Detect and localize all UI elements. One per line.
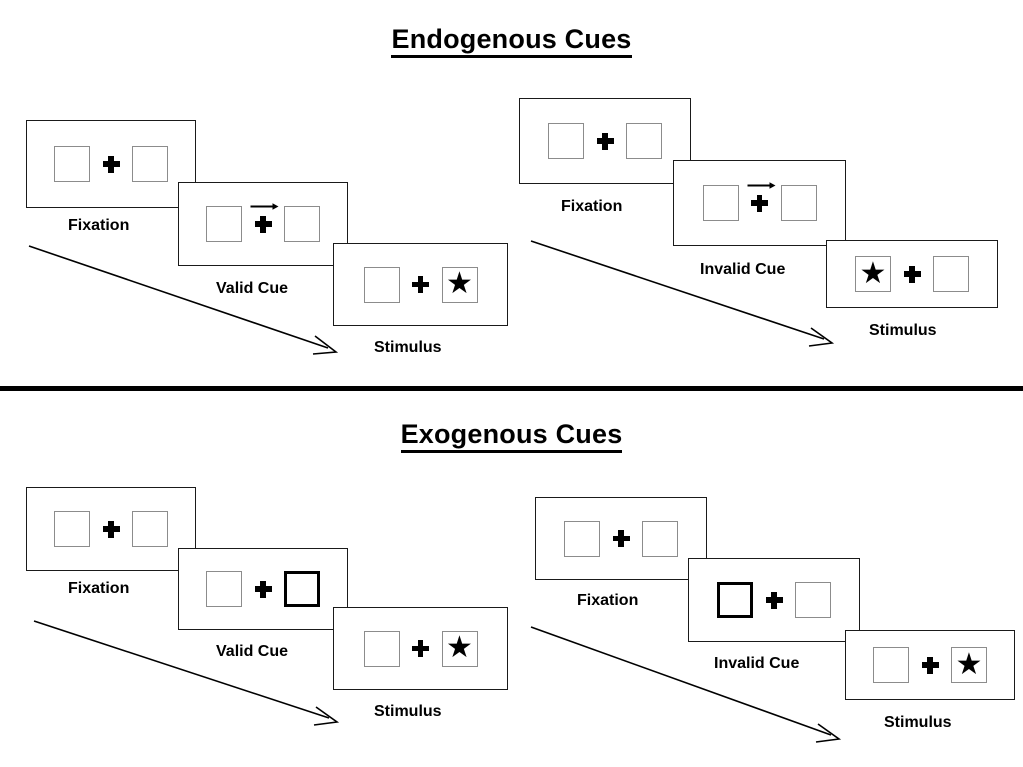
left-box xyxy=(206,206,242,242)
left-box-cued xyxy=(717,582,753,618)
plus-cross-icon xyxy=(254,580,272,598)
fixation-cross-slot xyxy=(909,656,951,674)
arrow-right-icon xyxy=(747,181,775,189)
plus-cross-icon xyxy=(412,276,429,293)
plus-cross-icon xyxy=(102,520,120,538)
plus-cross-icon xyxy=(102,155,120,173)
fixation-cross-slot xyxy=(242,202,284,233)
fixation-cross-slot xyxy=(400,276,442,293)
caption-endogenous-valid-fixation: Fixation xyxy=(68,217,130,234)
fixation-cross-slot xyxy=(400,640,442,657)
frame-exogenous-invalid-stimulus: ★ xyxy=(845,630,1015,700)
section-title-endogenous: Endogenous Cues xyxy=(0,24,1023,58)
right-box: ★ xyxy=(441,266,478,303)
star-icon: ★ xyxy=(859,256,887,290)
section-title-exogenous-text: Exogenous Cues xyxy=(400,419,623,453)
caption-exogenous-valid-fixation: Fixation xyxy=(68,580,130,597)
frame-endogenous-valid-fixation xyxy=(26,120,196,208)
arrow-right-icon xyxy=(250,202,279,210)
fixation-cross-slot xyxy=(600,530,642,547)
star-icon: ★ xyxy=(446,267,473,300)
fixation-cross-slot xyxy=(584,132,626,150)
fixation-cross-slot xyxy=(739,181,781,212)
plus-cross-icon xyxy=(921,656,939,674)
left-box xyxy=(564,520,600,557)
plus-cross-icon xyxy=(596,132,614,150)
plus-cross-icon xyxy=(751,194,768,212)
right-box xyxy=(933,256,969,292)
frame-endogenous-invalid-fixation xyxy=(519,98,691,184)
frame-endogenous-invalid-stimulus: ★ xyxy=(826,240,998,308)
plus-cross-icon xyxy=(412,640,429,657)
caption-exogenous-valid-cue: Valid Cue xyxy=(216,643,289,660)
fixation-cross-slot xyxy=(753,591,795,609)
left-box xyxy=(363,630,400,667)
frame-exogenous-valid-stimulus: ★ xyxy=(333,607,508,690)
section-divider xyxy=(0,386,1023,391)
star-icon: ★ xyxy=(446,631,473,664)
right-box xyxy=(132,146,168,182)
caption-endogenous-invalid-fixation: Fixation xyxy=(561,198,623,215)
left-box: ★ xyxy=(855,256,891,292)
plus-cross-icon xyxy=(612,530,630,547)
star-icon: ★ xyxy=(955,647,983,681)
plus-cross-icon xyxy=(254,215,272,233)
left-box xyxy=(206,571,242,607)
caption-exogenous-valid-stimulus: Stimulus xyxy=(374,703,442,720)
frame-exogenous-valid-cue xyxy=(178,548,348,630)
plus-cross-icon xyxy=(903,265,921,283)
frame-exogenous-invalid-cue xyxy=(688,558,860,642)
left-box xyxy=(548,123,584,159)
left-box xyxy=(873,647,909,683)
caption-exogenous-invalid-stimulus: Stimulus xyxy=(884,714,952,731)
fixation-cross-slot xyxy=(242,580,284,598)
frame-endogenous-invalid-cue xyxy=(673,160,846,246)
frame-endogenous-valid-stimulus: ★ xyxy=(333,243,508,326)
right-box-cued xyxy=(284,571,320,607)
right-box: ★ xyxy=(441,630,478,667)
fixation-cross-slot xyxy=(90,155,132,173)
plus-cross-icon xyxy=(765,591,783,609)
left-box xyxy=(702,185,739,221)
caption-exogenous-invalid-fixation: Fixation xyxy=(577,592,639,609)
section-title-endogenous-text: Endogenous Cues xyxy=(391,24,632,58)
section-title-exogenous: Exogenous Cues xyxy=(0,419,1023,453)
fixation-cross-slot xyxy=(90,520,132,538)
left-box xyxy=(54,146,90,182)
right-box xyxy=(795,582,831,618)
frame-endogenous-valid-cue xyxy=(178,182,348,266)
right-box xyxy=(626,123,662,159)
right-box xyxy=(132,511,168,547)
frame-exogenous-invalid-fixation xyxy=(535,497,707,580)
frame-exogenous-valid-fixation xyxy=(26,487,196,571)
right-box xyxy=(780,185,817,221)
time-flow-arrow-exogenous-valid xyxy=(33,620,340,726)
caption-endogenous-invalid-cue: Invalid Cue xyxy=(700,261,786,278)
caption-endogenous-valid-stimulus: Stimulus xyxy=(374,339,442,356)
left-box xyxy=(54,511,90,547)
right-box: ★ xyxy=(951,647,987,683)
fixation-cross-slot xyxy=(891,265,933,283)
right-box xyxy=(284,206,320,242)
caption-endogenous-valid-cue: Valid Cue xyxy=(216,280,289,297)
caption-exogenous-invalid-cue: Invalid Cue xyxy=(714,655,800,672)
caption-endogenous-invalid-stimulus: Stimulus xyxy=(869,322,937,339)
left-box xyxy=(363,266,400,303)
right-box xyxy=(642,520,678,557)
time-flow-arrow-endogenous-invalid xyxy=(530,240,835,347)
